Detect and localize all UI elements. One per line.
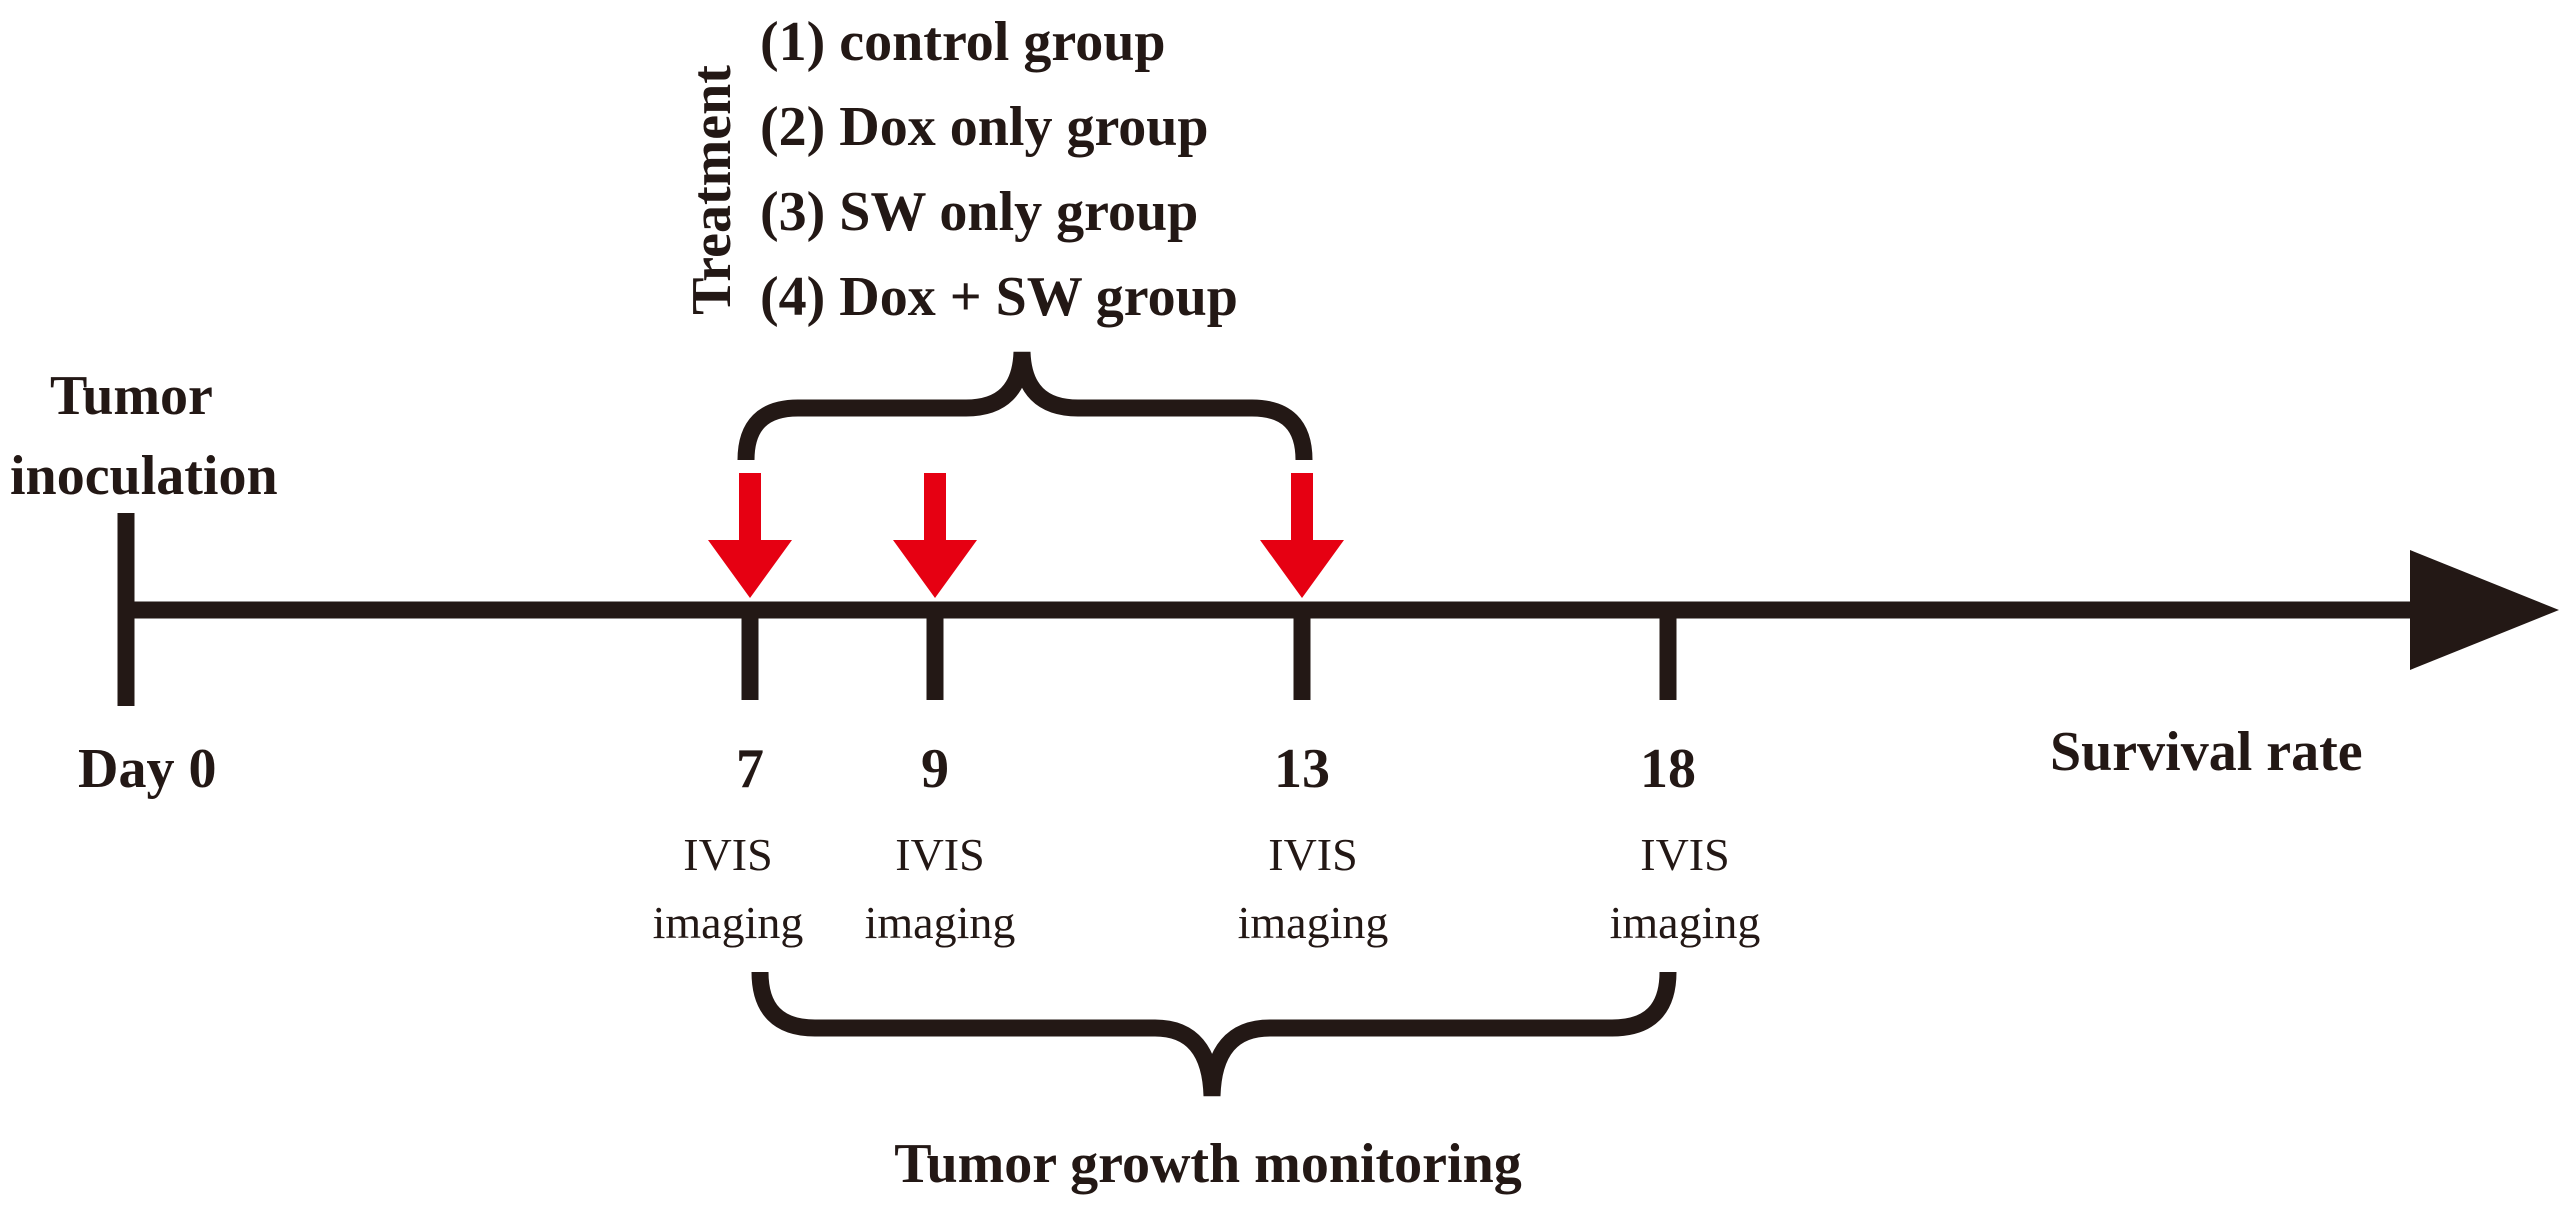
imaging-labels: IVIS imaging IVIS imaging IVIS imaging I… <box>653 829 1761 948</box>
tumor-growth-monitoring-label: Tumor growth monitoring <box>894 1133 1521 1195</box>
imaging-label-day-18-line1: IVIS <box>1640 829 1729 880</box>
treatment-group-3: (3) SW only group <box>760 181 1198 243</box>
day-13-label: 13 <box>1274 738 1330 800</box>
treatment-label: Treatment <box>681 65 743 315</box>
treatment-arrow-day-7 <box>708 473 792 598</box>
timeline-ticks <box>741 610 1677 700</box>
treatment-group-4: (4) Dox + SW group <box>760 266 1238 328</box>
imaging-label-day-7-line2: imaging <box>653 897 804 948</box>
imaging-label-day-9-line2: imaging <box>865 897 1016 948</box>
imaging-label-day-9-line1: IVIS <box>895 829 984 880</box>
treatment-arrow-day-13 <box>1260 473 1344 598</box>
treatment-arrows <box>708 473 1344 598</box>
day-7-label: 7 <box>736 738 764 800</box>
treatment-group-1: (1) control group <box>760 11 1165 73</box>
day-0-label: Day 0 <box>78 738 216 800</box>
day-9-label: 9 <box>921 738 949 800</box>
monitoring-brace <box>751 971 1677 1097</box>
tumor-inoculation-label-2: inoculation <box>10 445 278 507</box>
imaging-label-day-7-line1: IVIS <box>683 829 772 880</box>
imaging-label-day-18-line2: imaging <box>1610 897 1761 948</box>
treatment-group-list: (1) control group (2) Dox only group (3)… <box>760 11 1238 328</box>
treatment-brace <box>737 351 1313 461</box>
day-18-label: 18 <box>1640 738 1696 800</box>
treatment-arrow-day-9 <box>893 473 977 598</box>
tumor-inoculation-label-1: Tumor <box>50 365 213 427</box>
survival-rate-label: Survival rate <box>2050 721 2363 783</box>
imaging-label-day-13-line2: imaging <box>1238 897 1389 948</box>
imaging-label-day-13-line1: IVIS <box>1268 829 1357 880</box>
treatment-group-2: (2) Dox only group <box>760 96 1209 158</box>
timeline-arrowhead <box>2410 550 2559 670</box>
